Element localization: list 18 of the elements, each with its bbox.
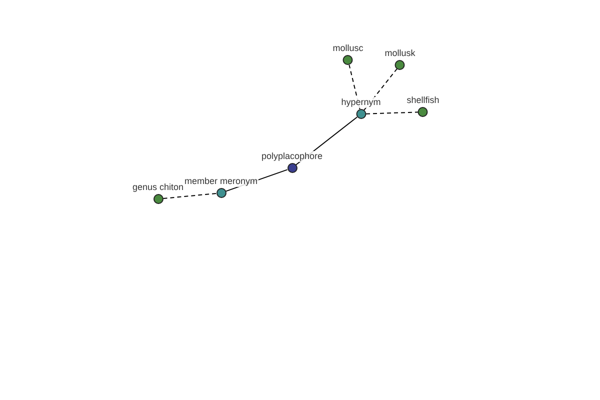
graph-node — [131, 182, 185, 204]
node-label: genus chiton — [131, 182, 185, 193]
node-label: mollusk — [384, 48, 416, 59]
node-label: mollusc — [332, 43, 364, 54]
graph-node — [332, 43, 364, 65]
connector-line — [366, 112, 418, 114]
connector-line — [364, 68, 398, 111]
graph-node — [406, 95, 440, 117]
graph-node — [384, 48, 416, 70]
node-label: hypernym — [340, 97, 382, 108]
connector-line — [162, 192, 217, 200]
connector-line — [348, 64, 360, 110]
graph-node — [340, 97, 382, 119]
graph-node — [184, 176, 258, 198]
node-label: polyplacophore — [260, 151, 324, 162]
node-label: shellfish — [406, 95, 440, 106]
graph-node — [260, 151, 324, 173]
node-label: member meronym — [184, 176, 258, 187]
